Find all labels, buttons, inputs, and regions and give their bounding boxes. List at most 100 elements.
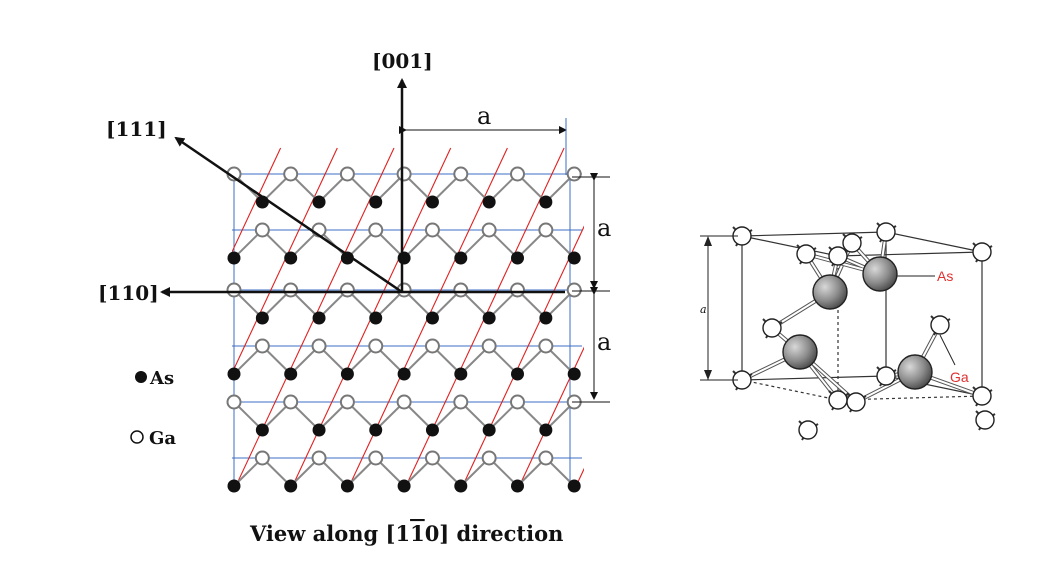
ga-atom — [226, 282, 242, 298]
dimension-label-top: a — [477, 102, 491, 130]
ga-atom — [538, 450, 554, 466]
cell-ga-atom — [762, 318, 782, 338]
as-atom — [284, 367, 298, 381]
cell-dim-arrow-top — [704, 236, 712, 246]
cube-edge — [741, 231, 887, 237]
ga-atom — [396, 166, 412, 182]
cell-as-atom — [862, 256, 898, 292]
cube-edge — [885, 231, 983, 253]
ga-atom — [226, 394, 242, 410]
as-atom — [482, 423, 496, 437]
ga-atom — [424, 222, 440, 238]
ga-atom — [538, 338, 554, 354]
as-atom — [369, 311, 383, 325]
cell-ga-atom — [842, 233, 862, 253]
caption: View along [110] direction — [249, 521, 563, 546]
as-atom — [284, 251, 298, 265]
as-atom — [539, 423, 553, 437]
cell-label-a: a — [700, 303, 707, 316]
cell-ga-atom — [846, 392, 866, 412]
red-diagonal — [232, 147, 282, 254]
ga-atom — [424, 338, 440, 354]
ga-atom — [424, 450, 440, 466]
cube-edges — [741, 231, 983, 401]
dimension-label-right-upper: a — [597, 214, 611, 242]
caption-bar-digit: 1 — [410, 521, 425, 546]
cell-ga-atom — [975, 410, 995, 430]
caption-prefix: View along [1 — [249, 521, 410, 546]
ga-atom — [453, 394, 469, 410]
cube-edge — [741, 375, 887, 381]
cell-ga-atom — [798, 420, 818, 440]
axis-111-arrow — [174, 136, 403, 294]
cell-ga-atom — [828, 390, 848, 410]
cell-ga-atom — [876, 366, 896, 386]
ga-atom — [283, 166, 299, 182]
as-atom — [369, 423, 383, 437]
as-atom — [340, 367, 354, 381]
legend-as-label: As — [149, 368, 174, 389]
ga-atom — [368, 222, 384, 238]
horizontal-grid-lines — [232, 173, 582, 459]
as-atom — [312, 423, 326, 437]
legend-ga-label: Ga — [149, 428, 176, 449]
as-atom — [340, 479, 354, 493]
as-atom — [482, 195, 496, 209]
as-atom — [255, 423, 269, 437]
ga-atom — [481, 222, 497, 238]
ga-atom — [453, 282, 469, 298]
as-atom — [369, 195, 383, 209]
ga-atom — [254, 222, 270, 238]
atom-bonds — [233, 173, 575, 487]
as-atom — [511, 479, 524, 493]
as-atom — [425, 311, 439, 325]
legend: As Ga — [130, 368, 176, 449]
legend-as-marker — [135, 371, 147, 383]
ga-atom — [566, 282, 582, 298]
as-atom — [567, 367, 581, 381]
as-atom — [482, 311, 496, 325]
as-atom — [567, 251, 581, 265]
dimension-label-right-lower: a — [597, 328, 611, 356]
as-atom — [340, 251, 354, 265]
as-atom — [397, 479, 411, 493]
as-atom — [539, 311, 553, 325]
ga-atom — [339, 282, 355, 298]
as-atom — [454, 251, 468, 265]
as-atom — [227, 479, 241, 493]
ga-atom — [283, 282, 299, 298]
as-atom — [425, 195, 439, 209]
as-atom — [227, 251, 241, 265]
cell-dim-arrow-bot — [704, 370, 712, 380]
ga-atom — [453, 166, 469, 182]
cell-as-atom — [812, 274, 848, 310]
axis-label-110: [110] — [98, 281, 159, 305]
ga-atom — [254, 450, 270, 466]
ga-atom — [481, 450, 497, 466]
cell-as-atom — [897, 354, 933, 390]
ga-atom — [396, 394, 412, 410]
as-atom — [511, 251, 524, 265]
red-diagonal — [64, 148, 224, 490]
as-atom — [511, 367, 524, 381]
ga-atom — [254, 338, 270, 354]
cell-ga-atom — [828, 246, 848, 266]
cell-ga-pointer — [939, 334, 956, 366]
red-diagonal — [0, 148, 54, 490]
caption-suffix: 0] direction — [425, 521, 564, 546]
ga-atom — [510, 394, 525, 410]
cell-ga-atom — [876, 222, 896, 242]
red-diagonal — [0, 148, 111, 490]
as-atom — [312, 195, 326, 209]
as-atom — [454, 479, 468, 493]
ga-atom — [510, 166, 525, 182]
ga-atom — [311, 338, 327, 354]
diagonal-red-lines — [0, 147, 584, 490]
ga-atom — [538, 222, 554, 238]
ga-atom — [339, 394, 355, 410]
as-atom — [227, 367, 241, 381]
ga-atom — [368, 450, 384, 466]
ga-atom — [566, 166, 582, 182]
cell-as-atom — [782, 334, 818, 370]
axis-label-001: [001] — [372, 49, 433, 73]
